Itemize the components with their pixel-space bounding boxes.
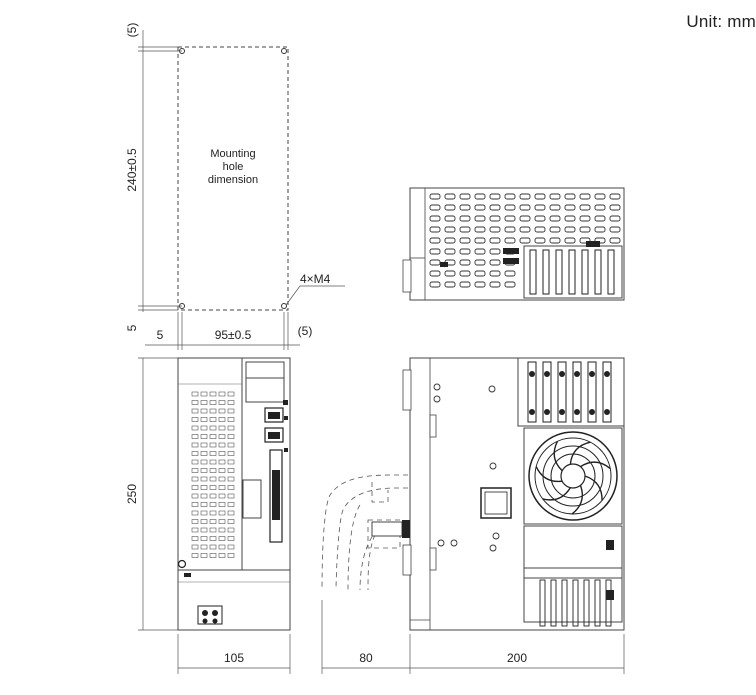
mounting-horizontal-dimensions: 5 95±0.5 (5) xyxy=(145,312,312,350)
dim-bottom-offset: 5 xyxy=(125,324,139,331)
mounting-label-line: Mounting xyxy=(210,148,255,160)
top-view xyxy=(402,187,625,301)
side-dimensions: 80 200 xyxy=(321,600,625,674)
mounting-hole xyxy=(281,48,287,54)
dim-cable-clearance: 80 xyxy=(359,651,373,665)
dim-width-mount: 95±0.5 xyxy=(215,328,252,342)
dim-height-mount: 240±0.5 xyxy=(125,148,139,192)
nameplate xyxy=(480,487,512,519)
dim-depth: 200 xyxy=(507,651,527,665)
mounting-label-line: dimension xyxy=(208,174,258,186)
dim-height-total: 250 xyxy=(125,484,139,504)
heatsink-upper xyxy=(517,357,625,427)
top-fan-housing xyxy=(523,245,623,299)
power-connector xyxy=(245,361,285,403)
mounting-hole-view: Mounting hole dimension 4×M4 xyxy=(177,46,345,311)
ground-screw xyxy=(177,559,187,569)
side-view xyxy=(321,357,625,631)
mounting-hole xyxy=(281,303,287,309)
front-view xyxy=(177,357,291,631)
screw-leader xyxy=(285,285,345,306)
mounting-label-line: hole xyxy=(223,161,244,173)
cable-connector xyxy=(371,521,403,537)
screw-label: 4×M4 xyxy=(300,272,331,286)
top-heatsink-fins xyxy=(529,249,615,295)
dim-top-offset: (5) xyxy=(125,23,139,38)
side-heatsink-fins xyxy=(527,361,612,423)
bottom-heatsink-fins xyxy=(539,579,612,627)
front-dimensions: 250 105 xyxy=(125,357,291,674)
mounting-outline xyxy=(177,46,289,311)
cable-outlines xyxy=(321,474,408,591)
unit-label: Unit: mm xyxy=(686,12,756,31)
dim-width-front: 105 xyxy=(224,651,244,665)
front-vent-grid xyxy=(191,391,235,558)
left-vertical-dimensions: (5) 240±0.5 5 xyxy=(125,23,182,331)
encoder-connector xyxy=(242,479,262,519)
dim-right-offset: (5) xyxy=(298,324,313,338)
dim-left-offset: 5 xyxy=(157,328,164,342)
bottom-terminal xyxy=(197,605,223,625)
fan-hub xyxy=(560,463,586,489)
side-screws xyxy=(433,383,500,552)
